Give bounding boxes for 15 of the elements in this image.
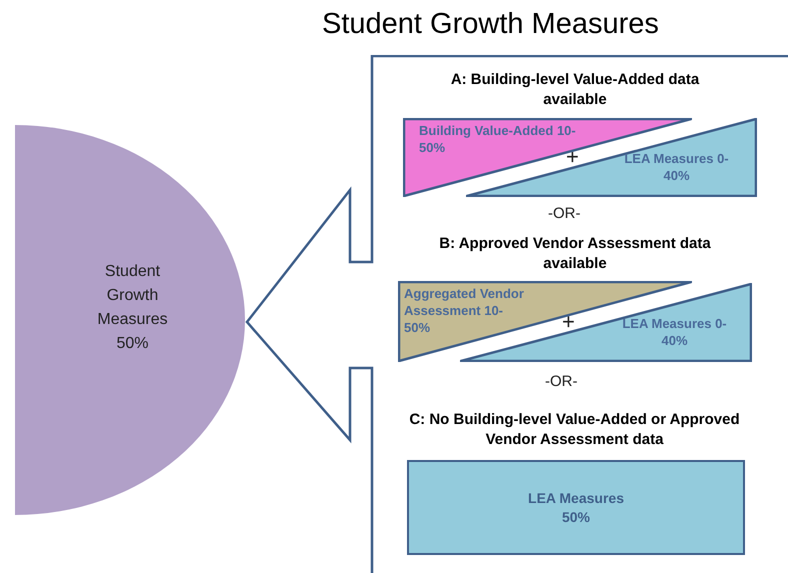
option-heading: A: Building-level Value-Added data available [450, 70, 700, 110]
option-heading: C: No Building-level Value-Added or Approved Vendor Assessment data [408, 410, 741, 450]
measure-label: LEA Measures 0-40% [624, 150, 729, 184]
or-separator: -OR- [545, 373, 578, 391]
measure-label: Aggregated Vendor Assessment 10-50% [404, 285, 525, 336]
circle-label: Student Growth Measures 50% [96, 262, 169, 354]
diagram-title: Student Growth Measures [322, 7, 659, 42]
measure-label: LEA Measures 50% [527, 488, 625, 526]
or-separator: -OR- [548, 205, 580, 223]
measure-label: LEA Measures 0-40% [622, 315, 727, 349]
rectangle-shape [407, 460, 745, 555]
plus-sign: + [562, 310, 575, 334]
plus-sign: + [566, 145, 579, 169]
callout-panel [245, 55, 788, 573]
option-heading: B: Approved Vendor Assessment data available [438, 234, 712, 274]
